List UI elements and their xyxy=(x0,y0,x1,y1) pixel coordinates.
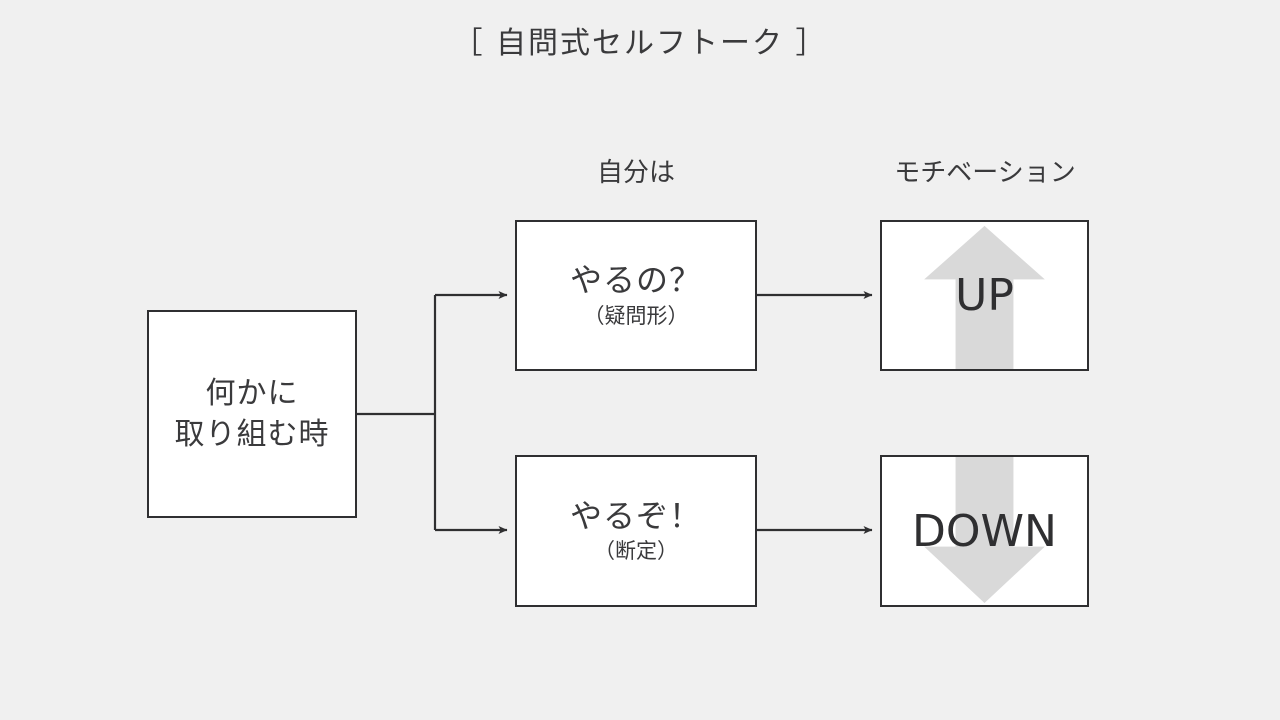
column-heading-motivation: モチベーション xyxy=(894,158,1076,188)
self-talk-assertion-text: やるぞ！ xyxy=(569,496,702,535)
column-heading-self: 自分は xyxy=(596,158,675,188)
motivation-label-down: DOWN xyxy=(912,505,1057,557)
start-box-line-2: 取り組む時 xyxy=(174,417,330,452)
self-talk-box-assertion[interactable]: やるぞ！ （断定） xyxy=(515,455,757,607)
motivation-box-down[interactable]: DOWN xyxy=(880,455,1089,607)
self-talk-box-question[interactable]: やるの？ （疑問形） xyxy=(515,220,757,371)
self-talk-question-text: やるの？ xyxy=(569,261,702,300)
start-box[interactable]: 何かに 取り組む時 xyxy=(147,310,357,518)
page-title: ［ 自問式セルフトーク ］ xyxy=(452,26,828,61)
motivation-box-up[interactable]: UP xyxy=(880,220,1089,371)
start-box-line-1: 何かに xyxy=(205,375,299,411)
motivation-label-up: UP xyxy=(955,270,1014,321)
self-talk-assertion-note: （断定） xyxy=(594,539,678,564)
arrow-up-icon xyxy=(924,225,1045,369)
self-talk-question-note: （疑問形） xyxy=(583,303,689,328)
arrow-down-icon xyxy=(924,457,1045,604)
